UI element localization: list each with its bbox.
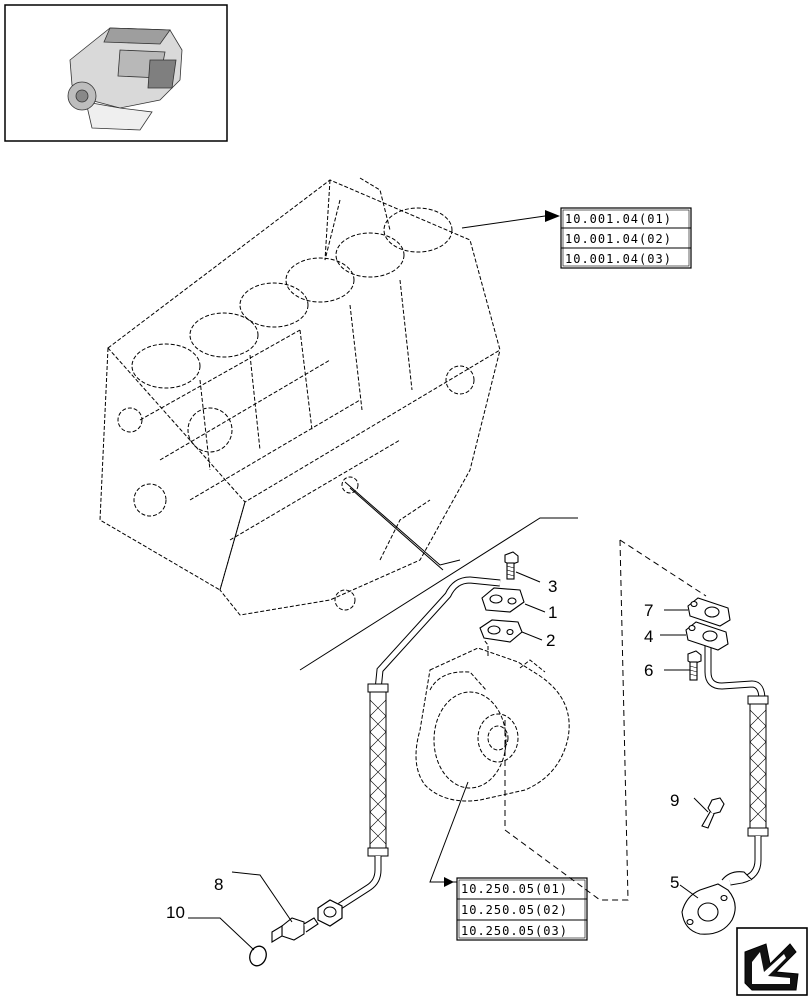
callout-7[interactable]: 7 [644, 601, 653, 620]
callout-9[interactable]: 9 [670, 791, 679, 810]
ref-link-turbocharger-1[interactable]: 10.250.05(01) [461, 882, 568, 896]
plate-part-7[interactable] [687, 597, 731, 627]
ref-link-turbocharger-3[interactable]: 10.250.05(03) [461, 924, 568, 938]
turbocharger [415, 639, 570, 802]
callout-10[interactable]: 10 [166, 903, 185, 922]
bolt-part-3[interactable] [504, 551, 519, 580]
next-page-arrow-icon[interactable] [736, 927, 808, 996]
callout-labels: 1 2 3 4 5 6 7 8 9 10 [166, 577, 679, 922]
callout-2[interactable]: 2 [546, 631, 555, 650]
callout-5[interactable]: 5 [670, 873, 679, 892]
pipe-flange-part-1[interactable] [481, 587, 525, 613]
connector-part-8[interactable] [271, 917, 319, 943]
bolt-part-6[interactable] [687, 650, 702, 681]
o-ring-part-10[interactable] [247, 944, 269, 968]
ref-link-engine-block-3[interactable]: 10.001.04(03) [565, 252, 672, 266]
ref-link-engine-block-1[interactable]: 10.001.04(01) [565, 212, 672, 226]
engine-thumbnail-icon[interactable] [4, 4, 228, 142]
callout-3[interactable]: 3 [548, 577, 557, 596]
ref-link-turbocharger-2[interactable]: 10.250.05(02) [461, 903, 568, 917]
callout-8[interactable]: 8 [214, 875, 223, 894]
callout-1[interactable]: 1 [548, 603, 557, 622]
engine-block [99, 177, 501, 616]
oil-supply-pipe [704, 640, 769, 886]
oil-return-pipe [317, 576, 501, 927]
gasket-part-2[interactable] [479, 619, 523, 643]
callout-4[interactable]: 4 [644, 627, 653, 646]
gasket-part-4[interactable] [685, 621, 729, 651]
engine-block-reference-table: 10.001.04(01) 10.001.04(02) 10.001.04(03… [560, 207, 692, 269]
callout-6[interactable]: 6 [644, 661, 653, 680]
screw-part-9[interactable] [701, 797, 725, 829]
turbocharger-reference-table: 10.250.05(01) 10.250.05(02) 10.250.05(03… [456, 877, 588, 941]
ref-link-engine-block-2[interactable]: 10.001.04(02) [565, 232, 672, 246]
